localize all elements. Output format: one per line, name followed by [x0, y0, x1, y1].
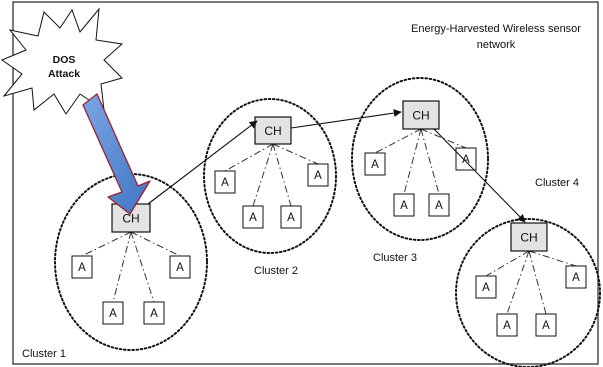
sensor-node-label: A [109, 308, 117, 320]
sensor-node: A [455, 147, 477, 171]
sensor-node-box [214, 170, 236, 194]
sensor-node-box [242, 205, 264, 229]
sensor-node: A [242, 205, 264, 229]
sensor-node: A [214, 170, 236, 194]
sensor-node: A [102, 301, 124, 325]
network-title-line-2: network [477, 39, 516, 51]
attack-arrow-shape [82, 93, 151, 215]
sensor-node-label: A [462, 154, 470, 166]
member-link [374, 128, 422, 154]
network-title-line-1: Energy-Harvested Wireless sensor [411, 23, 581, 35]
member-link [81, 231, 132, 257]
cluster-head-box [402, 100, 440, 130]
sensor-node-label: A [78, 262, 86, 274]
sensor-node: A [565, 265, 587, 289]
cluster-head-box [254, 116, 292, 145]
sensor-node-label: A [503, 320, 511, 332]
member-link [252, 143, 274, 207]
forward-arrow-1-to-2 [147, 120, 258, 205]
sensor-node-label: A [221, 177, 229, 189]
sensor-node-box [364, 152, 386, 176]
cluster-4: CH A A A A Cluster 4 [455, 177, 601, 367]
member-link [224, 143, 274, 172]
sensor-node-label: A [400, 200, 408, 212]
sensor-node-label: A [371, 159, 379, 171]
cluster-head-label: CH [412, 109, 429, 123]
cluster-2-boundary [203, 98, 337, 254]
sensor-node-label: A [572, 272, 580, 284]
cluster-head-box [510, 222, 548, 252]
cluster-head-3: CH [402, 100, 440, 130]
member-link [272, 143, 292, 207]
cluster-2: CH A A A A Cluster 2 [203, 98, 337, 277]
sensor-node-box [535, 313, 557, 337]
network-title: Energy-Harvested Wireless sensor network [411, 23, 581, 51]
member-link [528, 250, 547, 315]
sensor-node-box [169, 255, 191, 279]
sensor-node-box [102, 301, 124, 325]
dos-attack-label-line-2: Attack [48, 68, 80, 80]
dos-attack: DOS Attack [0, 7, 151, 215]
cluster-1-label: Cluster 1 [22, 348, 66, 360]
cluster-2-label: Cluster 2 [254, 265, 298, 277]
sensor-node-box [475, 275, 497, 299]
member-link [272, 143, 319, 165]
cluster-4-boundary [455, 218, 601, 367]
sensor-node-box [455, 147, 477, 171]
sensor-node-box [143, 301, 165, 325]
sensor-node: A [143, 301, 165, 325]
sensor-node-label: A [542, 320, 550, 332]
sensor-node-box [393, 193, 415, 217]
sensor-node: A [307, 163, 329, 187]
sensor-node: A [71, 255, 93, 279]
member-link [420, 128, 440, 195]
sensor-node: A [428, 193, 450, 217]
cluster-head-label: CH [122, 212, 139, 226]
sensor-node-label: A [314, 170, 322, 182]
sensor-node-box [71, 255, 93, 279]
sensor-node-label: A [150, 308, 158, 320]
attack-arrow [82, 93, 151, 215]
cluster-head-label: CH [264, 124, 281, 138]
cluster-3-label: Cluster 3 [373, 252, 417, 264]
sensor-node: A [169, 255, 191, 279]
sensor-node: A [496, 313, 518, 337]
dos-attack-label-line-1: DOS [53, 54, 76, 66]
dos-burst-icon [0, 7, 124, 115]
sensor-node-label: A [176, 262, 184, 274]
sensor-node: A [475, 275, 497, 299]
sensor-node: A [364, 152, 386, 176]
member-link [403, 128, 422, 195]
sensor-node-label: A [482, 282, 490, 294]
sensor-node-label: A [249, 212, 257, 224]
member-link [112, 231, 132, 303]
cluster-head-4: CH [510, 222, 548, 252]
cluster-3: CH A A A A Cluster 3 [351, 77, 489, 264]
sensor-node: A [535, 313, 557, 337]
cluster-head-2: CH [254, 116, 292, 145]
member-link [130, 231, 155, 303]
sensor-node-box [307, 163, 329, 187]
sensor-node: A [393, 193, 415, 217]
member-link [485, 250, 530, 277]
member-link [506, 250, 530, 315]
inter-cluster-links [147, 109, 526, 223]
sensor-node-box [280, 205, 302, 229]
sensor-node-label: A [435, 200, 443, 212]
forward-arrow-3-to-4 [433, 128, 526, 223]
cluster-head-label: CH [520, 231, 537, 245]
sensor-node-box [565, 265, 587, 289]
forward-arrow-2-to-3 [290, 109, 402, 129]
sensor-node-box [428, 193, 450, 217]
sensor-node: A [280, 205, 302, 229]
sensor-node-box [496, 313, 518, 337]
sensor-node-label: A [287, 212, 295, 224]
cluster-4-label: Cluster 4 [535, 177, 579, 189]
member-link [528, 250, 577, 267]
cluster-3-boundary [351, 77, 489, 241]
member-link [130, 231, 181, 257]
